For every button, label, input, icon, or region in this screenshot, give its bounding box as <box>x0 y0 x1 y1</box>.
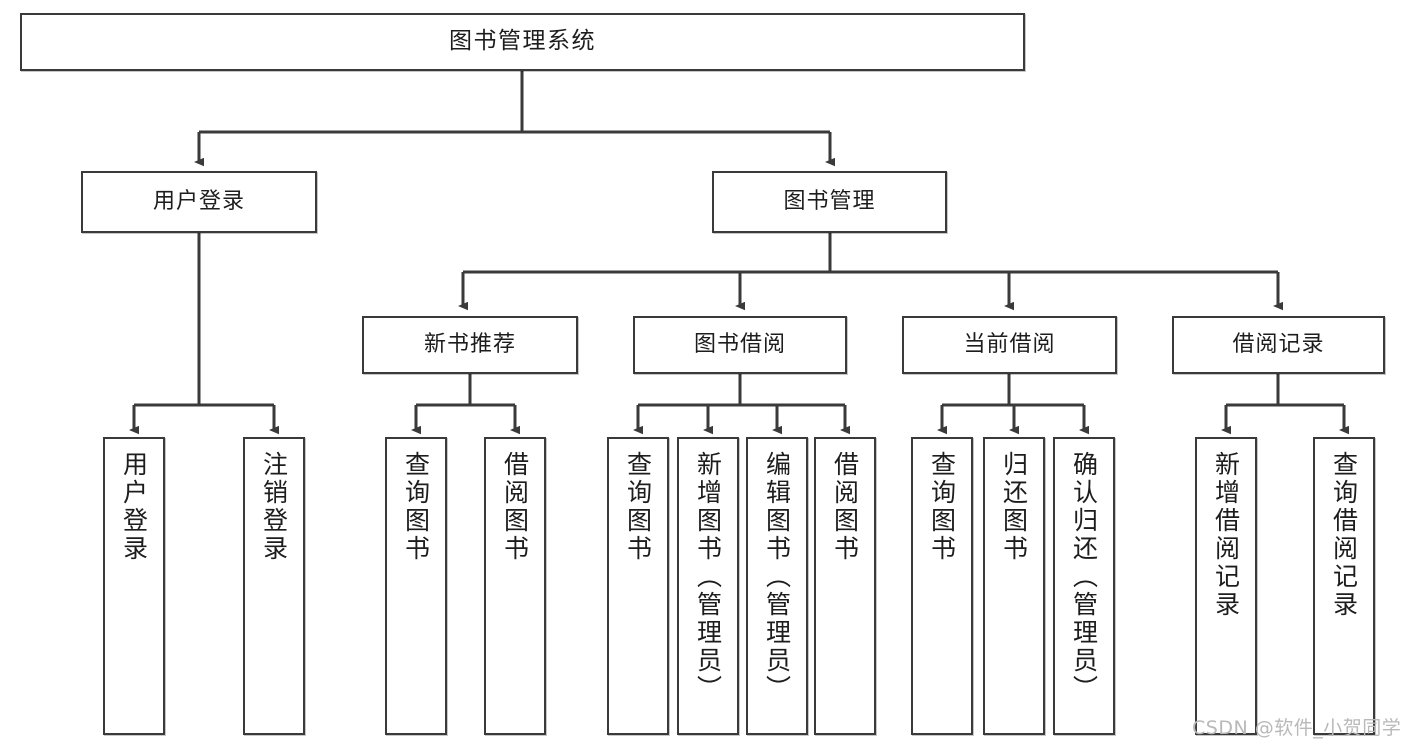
csdn-watermark: CSDN @软件_小贺同学 <box>1192 717 1402 739</box>
node-book-manage[interactable]: 图书管理 <box>712 171 947 233</box>
leaf-add-borrow-record-label: 新增借阅记录 <box>1211 451 1241 619</box>
leaf-logout-login-label: 注销登录 <box>259 451 289 563</box>
node-new-book-recommend[interactable]: 新书推荐 <box>362 316 578 374</box>
leaf-return-book[interactable]: 归还图书 <box>983 437 1045 735</box>
leaf-query-book-1[interactable]: 查询图书 <box>385 437 447 735</box>
leaf-user-login-label: 用户登录 <box>119 451 149 563</box>
leaf-add-borrow-record[interactable]: 新增借阅记录 <box>1195 437 1257 735</box>
node-user-login[interactable]: 用户登录 <box>81 171 317 233</box>
leaf-borrow-book-1-label: 借阅图书 <box>500 451 530 563</box>
leaf-edit-book-admin-label: 编辑图书（管理员） <box>762 451 792 703</box>
node-book-manage-label: 图书管理 <box>783 189 876 215</box>
node-root[interactable]: 图书管理系统 <box>20 13 1025 71</box>
node-book-borrow[interactable]: 图书借阅 <box>633 316 847 374</box>
leaf-query-book-2-label: 查询图书 <box>623 451 653 563</box>
leaf-query-book-1-label: 查询图书 <box>401 451 431 563</box>
leaf-add-book-admin[interactable]: 新增图书（管理员） <box>677 437 739 735</box>
leaf-user-login[interactable]: 用户登录 <box>103 437 165 735</box>
node-borrow-record[interactable]: 借阅记录 <box>1172 316 1385 374</box>
leaf-return-book-label: 归还图书 <box>999 451 1029 563</box>
leaf-query-book-3-label: 查询图书 <box>927 451 957 563</box>
leaf-logout-login[interactable]: 注销登录 <box>243 437 305 735</box>
leaf-query-book-3[interactable]: 查询图书 <box>911 437 973 735</box>
leaf-query-borrow-record[interactable]: 查询借阅记录 <box>1313 437 1375 735</box>
node-book-borrow-label: 图书借阅 <box>693 332 786 358</box>
node-new-book-recommend-label: 新书推荐 <box>423 332 516 358</box>
leaf-borrow-book-2-label: 借阅图书 <box>830 451 860 563</box>
leaf-edit-book-admin[interactable]: 编辑图书（管理员） <box>746 437 808 735</box>
node-current-borrow-label: 当前借阅 <box>963 332 1056 358</box>
node-current-borrow[interactable]: 当前借阅 <box>902 316 1117 374</box>
node-borrow-record-label: 借阅记录 <box>1232 332 1325 358</box>
leaf-add-book-admin-label: 新增图书（管理员） <box>693 451 723 703</box>
node-root-label: 图书管理系统 <box>449 28 596 55</box>
leaf-query-borrow-record-label: 查询借阅记录 <box>1329 451 1359 619</box>
leaf-query-book-2[interactable]: 查询图书 <box>607 437 669 735</box>
node-user-login-label: 用户登录 <box>152 189 245 215</box>
leaf-borrow-book-2[interactable]: 借阅图书 <box>814 437 876 735</box>
leaf-confirm-return-admin-label: 确认归还（管理员） <box>1069 451 1099 703</box>
leaf-confirm-return-admin[interactable]: 确认归还（管理员） <box>1053 437 1115 735</box>
leaf-borrow-book-1[interactable]: 借阅图书 <box>484 437 546 735</box>
